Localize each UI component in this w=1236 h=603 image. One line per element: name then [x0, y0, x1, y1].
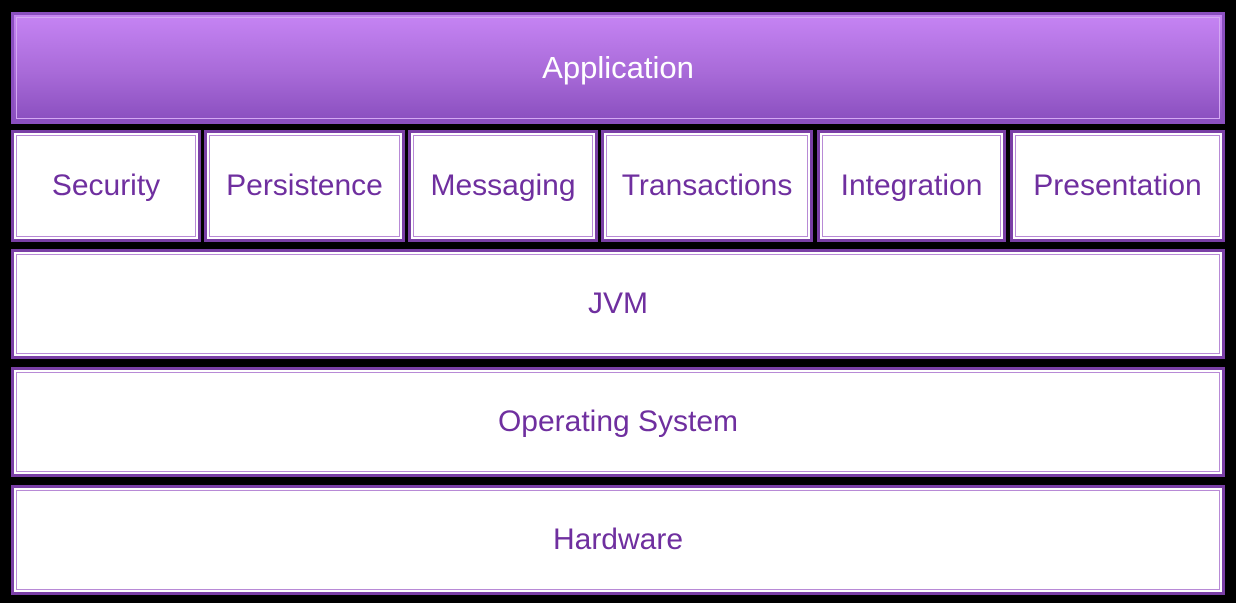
- transactions-label: Transactions: [621, 169, 793, 202]
- application-label: Application: [542, 50, 694, 85]
- security-label: Security: [51, 169, 161, 202]
- hardware-layer: Hardware: [11, 485, 1225, 595]
- hardware-label: Hardware: [552, 523, 684, 556]
- operating-system-label: Operating System: [497, 405, 739, 438]
- security-service: Security: [11, 130, 201, 242]
- persistence-service: Persistence: [204, 130, 405, 242]
- integration-label: Integration: [840, 169, 983, 202]
- presentation-service: Presentation: [1010, 130, 1225, 242]
- messaging-label: Messaging: [430, 169, 576, 202]
- persistence-label: Persistence: [226, 169, 383, 202]
- integration-service: Integration: [817, 130, 1006, 242]
- application-layer: Application: [11, 12, 1225, 124]
- messaging-service: Messaging: [408, 130, 598, 242]
- jvm-label: JVM: [588, 287, 648, 320]
- jvm-layer: JVM: [11, 249, 1225, 359]
- operating-system-layer: Operating System: [11, 367, 1225, 477]
- transactions-service: Transactions: [601, 130, 813, 242]
- services-row: Security Persistence Messaging Transacti…: [11, 130, 1225, 242]
- presentation-label: Presentation: [1033, 169, 1202, 202]
